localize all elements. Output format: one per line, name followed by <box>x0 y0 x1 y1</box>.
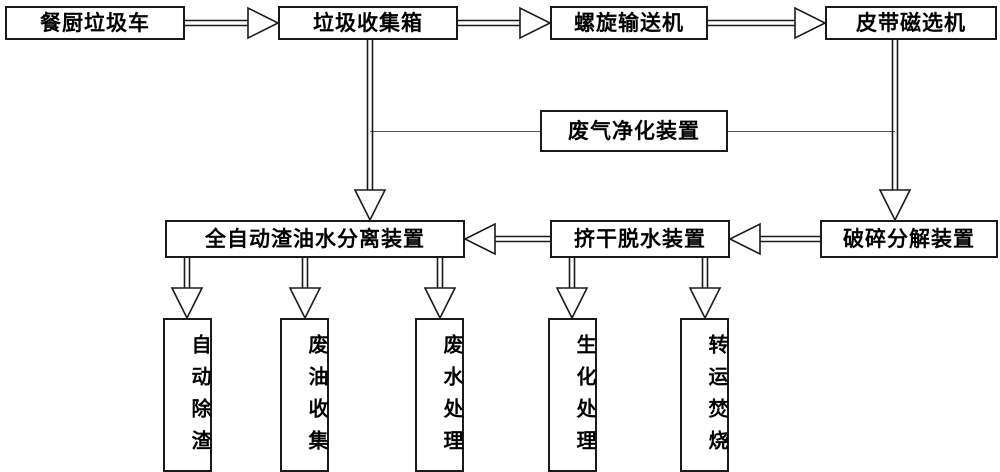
arrow-separator-to-slag <box>160 258 214 320</box>
node-screw-conveyor: 螺旋输送机 <box>550 6 708 40</box>
node-waste-collection-bin: 垃圾收集箱 <box>278 6 458 40</box>
node-transfer-incineration: 转运焚烧 <box>680 318 729 472</box>
arrow-crusher-to-dewater <box>728 212 820 266</box>
arrow-separator-to-water <box>413 258 467 320</box>
node-kitchen-waste-truck: 餐厨垃圾车 <box>5 6 185 40</box>
node-exhaust-gas-purifier: 废气净化装置 <box>540 110 728 152</box>
arrow-bin-to-separator <box>343 40 397 222</box>
arrow-truck-to-bin <box>185 0 280 50</box>
arrow-magnetic-to-crusher <box>868 40 922 222</box>
link-purifier-right <box>728 131 895 132</box>
arrow-bin-to-conveyor <box>458 0 552 50</box>
node-auto-oil-water-separator: 全自动渣油水分离装置 <box>165 220 465 258</box>
node-auto-slag-removal: 自动除渣 <box>163 318 212 472</box>
node-wastewater-treatment: 废水处理 <box>415 318 464 472</box>
node-crushing-decomposer: 破碎分解装置 <box>820 220 998 258</box>
arrow-dewater-to-incin <box>678 258 732 320</box>
node-biochemical-treatment: 生化处理 <box>548 318 597 472</box>
arrow-separator-to-oil <box>278 258 332 320</box>
node-squeeze-dewatering: 挤干脱水装置 <box>550 220 730 258</box>
node-waste-oil-collection: 废油收集 <box>280 318 329 472</box>
link-purifier-left <box>370 131 540 132</box>
arrow-dewater-to-biochem <box>545 258 599 320</box>
node-belt-magnetic-separator: 皮带磁选机 <box>825 6 997 40</box>
arrow-dewater-to-separator <box>463 212 550 266</box>
arrow-conveyor-to-magnetic <box>708 0 827 50</box>
